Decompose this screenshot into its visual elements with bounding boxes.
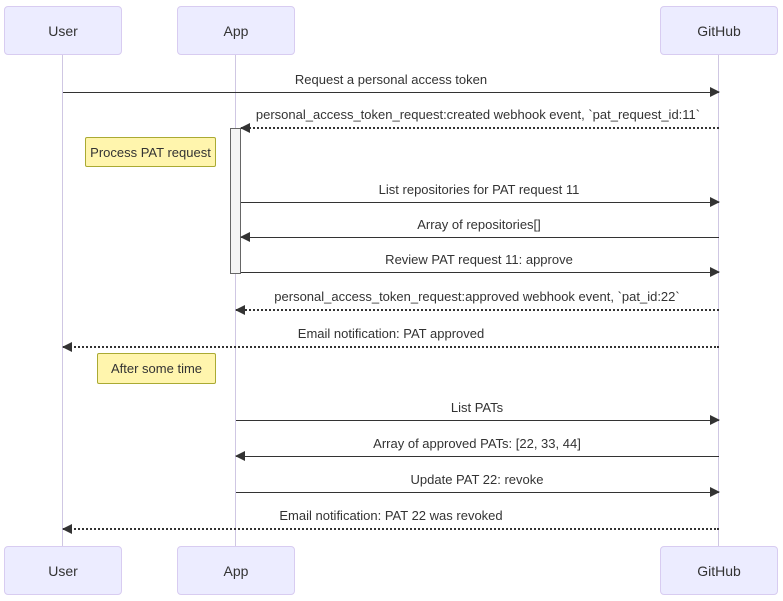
message-arrow bbox=[62, 524, 719, 534]
lifeline-app bbox=[235, 54, 236, 546]
actor-app-top: App bbox=[177, 6, 295, 55]
actor-app-label: App bbox=[223, 562, 249, 579]
message-label: Array of repositories[] bbox=[417, 217, 541, 232]
message-arrow bbox=[240, 232, 719, 242]
message-arrow bbox=[241, 267, 720, 277]
arrowhead-right-icon bbox=[710, 87, 720, 97]
arrowhead-left-icon bbox=[235, 451, 245, 461]
message-arrow bbox=[235, 305, 719, 315]
arrowhead-left-icon bbox=[62, 342, 72, 352]
arrowhead-right-icon bbox=[710, 415, 720, 425]
message-arrow bbox=[235, 451, 719, 461]
lifeline-user bbox=[62, 54, 63, 546]
message-arrow bbox=[236, 415, 720, 425]
arrowhead-right-icon bbox=[710, 487, 720, 497]
lifeline-github bbox=[718, 54, 719, 546]
actor-github-label: GitHub bbox=[697, 562, 741, 579]
message-label: List repositories for PAT request 11 bbox=[378, 182, 580, 197]
message-label: personal_access_token_request:created we… bbox=[255, 107, 701, 122]
note-text: After some time bbox=[110, 361, 203, 376]
message-label: Email notification: PAT 22 was revoked bbox=[279, 508, 503, 523]
message-arrow bbox=[240, 123, 719, 133]
message-arrow bbox=[63, 87, 720, 97]
message-label: Request a personal access token bbox=[294, 72, 488, 87]
actor-github-top: GitHub bbox=[660, 6, 778, 55]
message-label: Update PAT 22: revoke bbox=[410, 472, 544, 487]
actor-user-label: User bbox=[48, 562, 78, 579]
actor-github-label: GitHub bbox=[697, 22, 741, 39]
actor-user-top: User bbox=[4, 6, 122, 55]
message-label: Email notification: PAT approved bbox=[297, 326, 485, 341]
message-label: List PATs bbox=[450, 400, 504, 415]
actor-user-label: User bbox=[48, 22, 78, 39]
actor-github-bottom: GitHub bbox=[660, 546, 778, 595]
note-after-some-time: After some time bbox=[97, 353, 216, 384]
message-arrow bbox=[241, 197, 720, 207]
message-arrow bbox=[62, 342, 719, 352]
arrowhead-left-icon bbox=[62, 524, 72, 534]
arrowhead-left-icon bbox=[240, 123, 250, 133]
message-label: Review PAT request 11: approve bbox=[385, 252, 573, 267]
arrowhead-right-icon bbox=[710, 197, 720, 207]
actor-app-label: App bbox=[223, 22, 249, 39]
note-process-pat-request: Process PAT request bbox=[85, 137, 216, 167]
arrowhead-left-icon bbox=[235, 305, 245, 315]
arrowhead-right-icon bbox=[710, 267, 720, 277]
note-text: Process PAT request bbox=[90, 144, 211, 160]
actor-app-bottom: App bbox=[177, 546, 295, 595]
actor-user-bottom: User bbox=[4, 546, 122, 595]
message-label: Array of approved PATs: [22, 33, 44] bbox=[373, 436, 581, 451]
arrowhead-left-icon bbox=[240, 232, 250, 242]
message-label: personal_access_token_request:approved w… bbox=[274, 289, 680, 304]
message-arrow bbox=[236, 487, 720, 497]
activation-bar-app bbox=[230, 128, 241, 274]
